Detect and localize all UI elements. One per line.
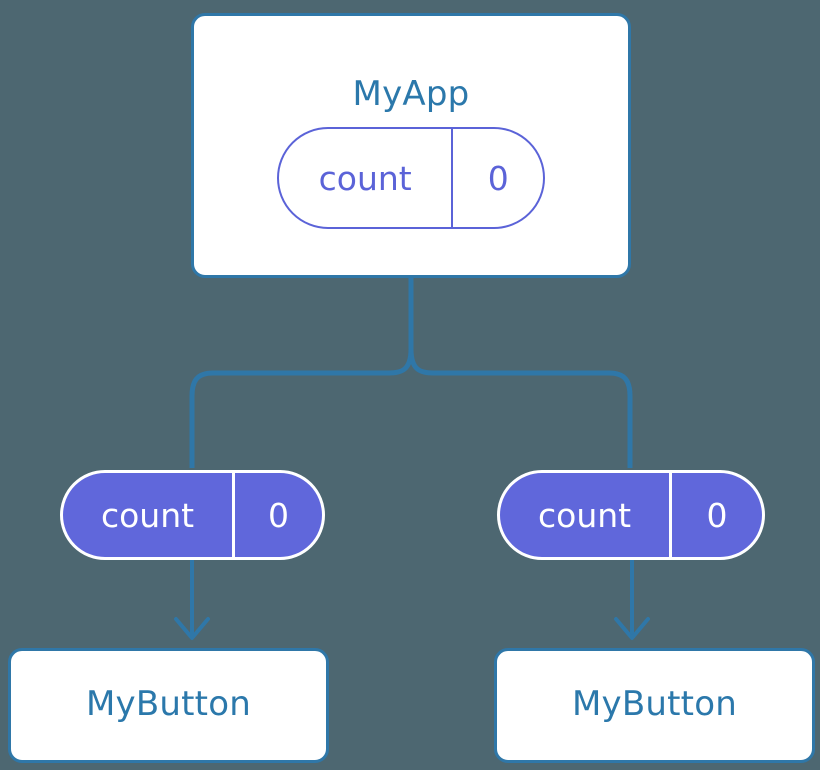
state-pill-branch-left-key: count bbox=[100, 495, 195, 535]
edge-fork-left bbox=[189, 348, 414, 468]
state-pill-root-key: count bbox=[318, 158, 412, 198]
state-pill-branch-right[interactable]: count 0 bbox=[497, 470, 765, 560]
state-pill-root[interactable]: count 0 bbox=[277, 127, 545, 229]
state-pill-branch-right-value: 0 bbox=[669, 473, 762, 557]
arrowhead-left bbox=[174, 617, 210, 640]
state-pill-root-value: 0 bbox=[451, 129, 543, 227]
arrowhead-right bbox=[614, 617, 650, 640]
component-card-mybutton-right[interactable]: MyButton bbox=[494, 648, 815, 763]
edge-fork-right bbox=[408, 348, 633, 468]
state-pill-branch-right-key: count bbox=[537, 495, 632, 535]
component-label-myapp: MyApp bbox=[352, 74, 470, 114]
component-card-mybutton-left[interactable]: MyButton bbox=[8, 648, 329, 763]
component-label-mybutton-right: MyButton bbox=[572, 684, 737, 724]
state-pill-branch-left[interactable]: count 0 bbox=[60, 470, 325, 560]
component-label-mybutton-left: MyButton bbox=[86, 684, 251, 724]
state-pill-branch-left-value: 0 bbox=[232, 473, 322, 557]
